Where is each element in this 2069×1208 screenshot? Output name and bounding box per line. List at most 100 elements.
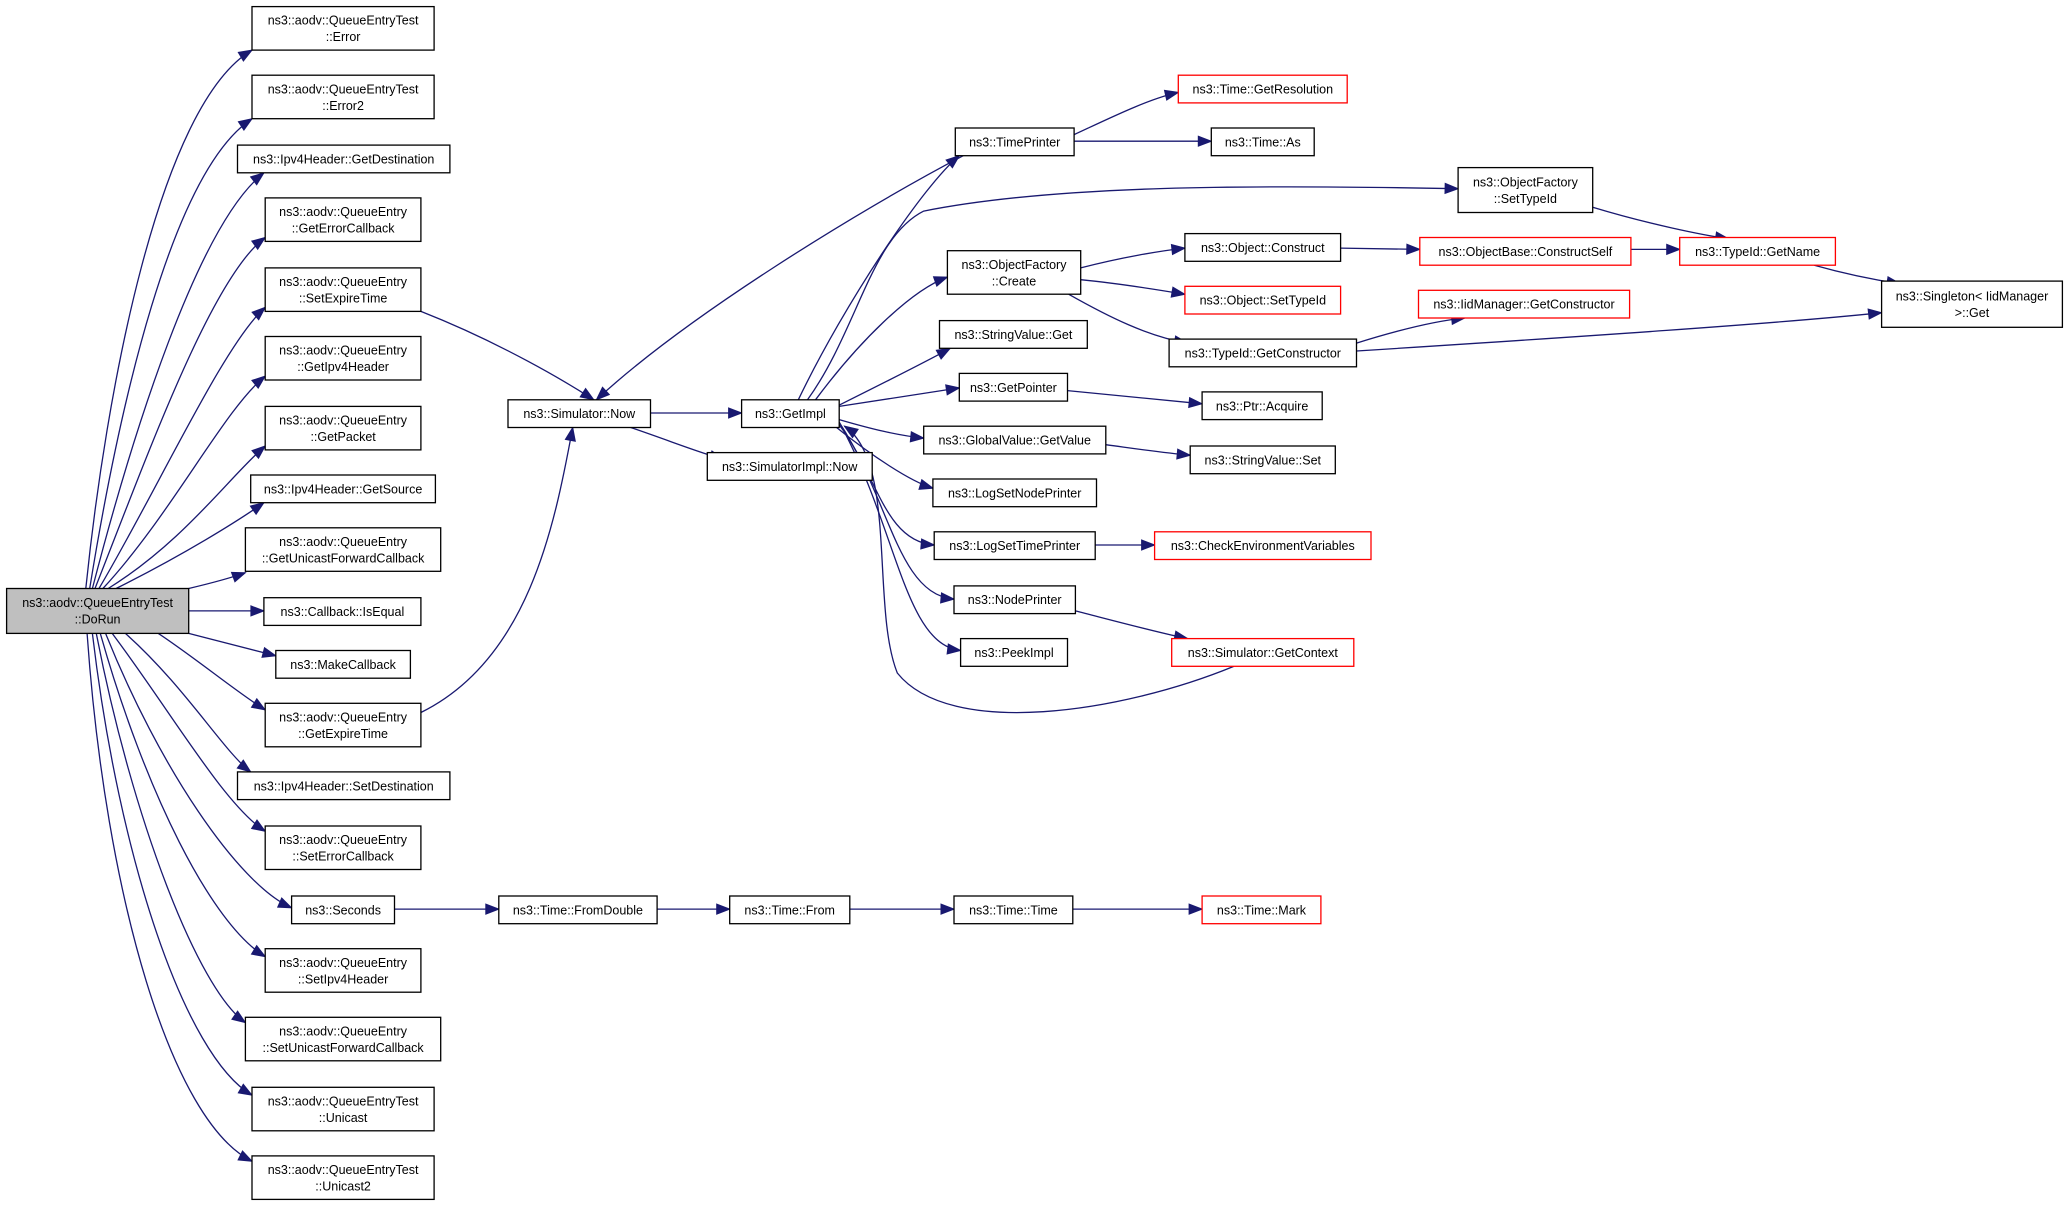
node-box [264,702,422,748]
arrowhead [1188,396,1204,409]
node-label: ns3::Singleton< IidManager [1896,289,2049,303]
edge-getimpl-to-stringvalueget [836,347,952,407]
node-stringvalueset[interactable]: ns3::StringValue::Set [1189,445,1336,475]
node-box [740,399,840,429]
node-box [1201,391,1323,421]
node-singletonget[interactable]: ns3::Singleton< IidManager>::Get [1880,280,2064,328]
node-getsource[interactable]: ns3::Ipv4Header::GetSource [250,474,437,504]
node-getimpl[interactable]: ns3::GetImpl [740,399,840,429]
node-stringvalueget[interactable]: ns3::StringValue::Get [938,319,1088,349]
node-typeidgetctor[interactable]: ns3::TypeId::GetConstructor [1168,338,1358,368]
node-error[interactable]: ns3::aodv::QueueEntryTest::Error [251,5,435,51]
node-seconds[interactable]: ns3::Seconds [290,895,396,925]
node-unicast[interactable]: ns3::aodv::QueueEntryTest::Unicast [251,1086,435,1132]
node-iidgetctor[interactable]: ns3::IidManager::GetConstructor [1417,289,1631,319]
node-getipv4hdr[interactable]: ns3::aodv::QueueEntry::GetIpv4Header [264,335,422,381]
node-gvgetvalue[interactable]: ns3::GlobalValue::GetValue [923,425,1107,455]
edge-objbaseconstruct-to-typeidgetname [1630,243,1682,256]
node-setdest[interactable]: ns3::Ipv4Header::SetDestination [236,771,451,801]
arrowhead [231,1010,247,1024]
edge-line [814,276,948,401]
node-label: ::Unicast [319,1111,368,1125]
node-box [1168,338,1358,368]
node-simimplnow[interactable]: ns3::SimulatorImpl::Now [706,451,873,481]
node-typeidgetname[interactable]: ns3::TypeId::GetName [1679,236,1837,266]
node-peekimpl[interactable]: ns3::PeekImpl [959,637,1069,667]
node-timefrom[interactable]: ns3::Time::From [729,895,851,925]
node-getpointer[interactable]: ns3::GetPointer [958,372,1069,402]
node-dorun[interactable]: ns3::aodv::QueueEntryTest::DoRun [5,587,190,635]
edge-dorun-to-getucfwd [188,571,247,590]
node-getres[interactable]: ns3::Time::GetResolution [1177,74,1348,104]
node-setipv4hdr[interactable]: ns3::aodv::QueueEntry::SetIpv4Header [264,948,422,993]
node-label: ::GetIpv4Header [297,360,389,374]
node-objbaseconstruct[interactable]: ns3::ObjectBase::ConstructSelf [1419,236,1632,266]
node-logsetnode[interactable]: ns3::LogSetNodePrinter [932,478,1098,508]
node-label: ns3::aodv::QueueEntry [279,205,408,219]
node-simgetctx[interactable]: ns3::Simulator::GetContext [1171,637,1355,667]
node-nodeprinter[interactable]: ns3::NodePrinter [953,585,1077,615]
node-label: ns3::Ipv4Header::SetDestination [254,779,434,793]
edge-timetime-to-timemark [1072,903,1204,915]
node-unicast2[interactable]: ns3::aodv::QueueEntryTest::Unicast2 [251,1155,435,1201]
node-isequal[interactable]: ns3::Callback::IsEqual [263,597,422,627]
node-label: ns3::aodv::QueueEntry [279,343,408,357]
edge-dorun-to-getexpire [157,632,267,711]
node-box [1880,280,2064,328]
node-objsettypeid[interactable]: ns3::Object::SetTypeId [1184,285,1342,315]
node-ofcreate[interactable]: ns3::ObjectFactory::Create [946,250,1082,295]
node-box [251,74,435,120]
node-box [264,267,422,313]
node-ofsettypeid[interactable]: ns3::ObjectFactory::SetTypeId [1457,166,1594,214]
node-label: ::Error [326,30,361,44]
edge-line [1075,610,1188,640]
node-getexpire[interactable]: ns3::aodv::QueueEntry::GetExpireTime [264,702,422,748]
node-timemark[interactable]: ns3::Time::Mark [1201,895,1322,925]
node-seterrcb[interactable]: ns3::aodv::QueueEntry::SetErrorCallback [264,825,422,871]
node-timeprinter[interactable]: ns3::TimePrinter [954,127,1075,157]
node-ptracquire[interactable]: ns3::Ptr::Acquire [1201,391,1323,421]
node-error2[interactable]: ns3::aodv::QueueEntryTest::Error2 [251,74,435,120]
edge-fromdouble-to-timefrom [657,903,732,915]
node-logsettime[interactable]: ns3::LogSetTimePrinter [933,531,1096,561]
arrowhead [1170,286,1187,298]
node-label: ns3::GlobalValue::GetValue [938,434,1090,448]
arrowhead [1197,135,1213,147]
node-box [264,825,422,871]
node-setexpire[interactable]: ns3::aodv::QueueEntry::SetExpireTime [264,267,422,313]
node-box [1457,166,1594,214]
node-setucfwd[interactable]: ns3::aodv::QueueEntry::SetUnicastForward… [244,1016,442,1062]
arrowhead [251,375,267,389]
node-label: ns3::aodv::QueueEntry [279,413,408,427]
node-getdest[interactable]: ns3::Ipv4Header::GetDestination [236,144,451,174]
arrowhead [237,1083,254,1096]
node-label: ns3::Seconds [305,903,381,917]
node-getpacket[interactable]: ns3::aodv::QueueEntry::GetPacket [264,405,422,451]
node-makecb[interactable]: ns3::MakeCallback [275,649,412,679]
edge-dorun-to-unicast [91,633,254,1096]
node-box [251,1155,435,1201]
node-getucfwd[interactable]: ns3::aodv::QueueEntry::GetUnicastForward… [244,527,442,572]
node-timeas[interactable]: ns3::Time::As [1210,127,1315,157]
node-objconstruct[interactable]: ns3::Object::Construct [1184,232,1342,262]
arrowhead [940,592,956,604]
arrowhead [935,347,952,360]
node-box [507,399,652,429]
node-label: ::SetUnicastForwardCallback [263,1041,425,1055]
node-simnow[interactable]: ns3::Simulator::Now [507,399,652,429]
edge-ofcreate-to-objsettypeid [1080,279,1187,298]
edge-line [91,172,265,589]
edge-getimpl-to-ofsettypeid [806,182,1460,401]
node-fromdouble[interactable]: ns3::Time::FromDouble [498,895,658,925]
node-timetime[interactable]: ns3::Time::Time [953,895,1074,925]
edge-line [595,155,964,401]
node-geterrcb[interactable]: ns3::aodv::QueueEntry::GetErrorCallback [264,197,422,243]
edge-getimpl-to-ofcreate [814,276,949,401]
node-label: ::Error2 [322,99,364,113]
edge-nodeprinter-to-simgetctx [1075,610,1189,642]
node-label: ns3::MakeCallback [290,658,396,672]
arrowhead [595,386,611,401]
edge-getexpire-to-simnow [420,426,576,714]
node-checkenv[interactable]: ns3::CheckEnvironmentVariables [1153,531,1372,561]
node-label: ns3::Time::As [1225,135,1301,149]
